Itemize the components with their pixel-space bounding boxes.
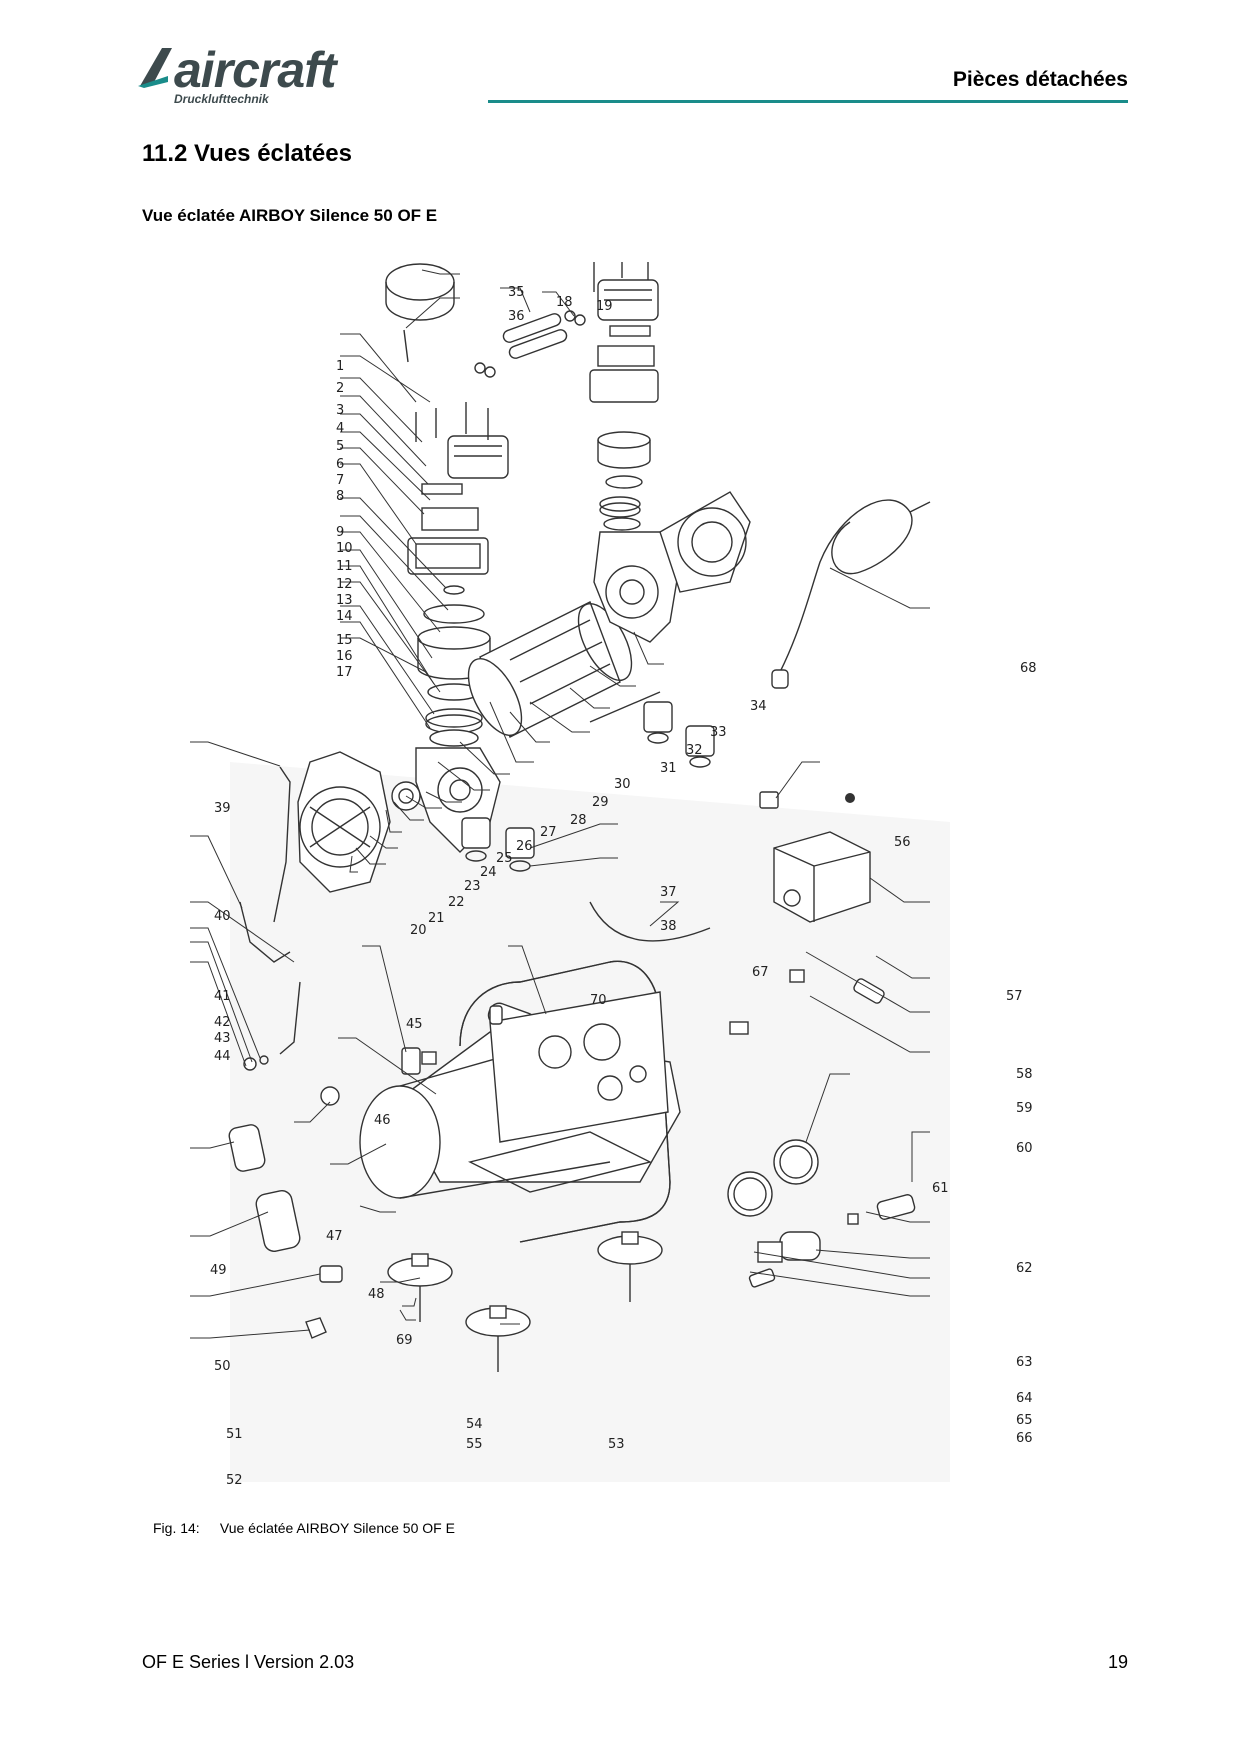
part-label-63: 63 (1016, 1355, 1033, 1370)
part-label-27: 27 (540, 825, 557, 840)
pressure-switch (773, 831, 871, 923)
part-label-26: 26 (516, 839, 533, 854)
part-label-41: 41 (214, 989, 231, 1004)
part-label-2: 2 (336, 381, 344, 396)
figure-caption-label: Fig. 14: (153, 1520, 200, 1536)
logo-wordmark: aircraft (174, 42, 337, 98)
part-label-52: 52 (226, 1473, 243, 1488)
part-label-61: 61 (932, 1181, 949, 1196)
part-label-32: 32 (686, 743, 703, 758)
part-number-labels: 1 2 3 4 5 6 7 8 9 10 11 12 13 14 15 16 1… (210, 285, 1037, 1488)
footer-page-number: 19 (1107, 1652, 1128, 1672)
part-label-62: 62 (1016, 1261, 1033, 1276)
right-crankcase (593, 491, 751, 643)
part-label-59: 59 (1016, 1101, 1033, 1116)
part-label-60: 60 (1016, 1141, 1033, 1156)
part-label-36: 36 (508, 309, 525, 324)
motor (467, 531, 691, 738)
part-label-68: 68 (1020, 661, 1037, 676)
frame (459, 960, 671, 1243)
part-label-8: 8 (336, 489, 344, 504)
part-label-48: 48 (368, 1287, 385, 1302)
exploded-view-figure: 1 2 3 4 5 6 7 8 9 10 11 12 13 14 15 16 1… (190, 248, 1070, 1502)
part-label-53: 53 (608, 1437, 625, 1452)
part-label-21: 21 (428, 911, 445, 926)
part-label-4: 4 (336, 421, 344, 436)
part-label-10: 10 (336, 541, 353, 556)
part-label-15: 15 (336, 633, 353, 648)
part-label-35: 35 (508, 285, 525, 300)
part-label-56: 56 (894, 835, 911, 850)
part-label-42: 42 (214, 1015, 231, 1030)
right-cylinder-head (589, 248, 659, 531)
part-label-11: 11 (336, 559, 353, 574)
exploded-view-drawing: 1 2 3 4 5 6 7 8 9 10 11 12 13 14 15 16 1… (190, 248, 1037, 1488)
part-label-64: 64 (1016, 1391, 1033, 1406)
part-label-39: 39 (214, 801, 231, 816)
part-label-54: 54 (466, 1417, 483, 1432)
part-label-24: 24 (480, 865, 497, 880)
part-label-40: 40 (214, 909, 231, 924)
left-fan-housing (297, 751, 391, 893)
part-label-30: 30 (614, 777, 631, 792)
part-label-29: 29 (592, 795, 609, 810)
part-label-33: 33 (710, 725, 727, 740)
figure-caption-text: Vue éclatée AIRBOY Silence 50 OF E (219, 1520, 455, 1536)
part-label-7: 7 (336, 473, 344, 488)
part-label-14: 14 (336, 609, 353, 624)
footer-series: OF E Series l Version 2.03 (142, 1652, 355, 1672)
part-label-9: 9 (336, 525, 344, 540)
part-label-17: 17 (336, 665, 353, 680)
part-label-70: 70 (590, 993, 607, 1008)
part-label-1: 1 (336, 359, 344, 374)
part-label-38: 38 (660, 919, 677, 934)
part-label-5: 5 (336, 439, 344, 454)
part-label-69: 69 (396, 1333, 413, 1348)
part-label-18: 18 (556, 295, 573, 310)
part-label-58: 58 (1016, 1067, 1033, 1082)
part-label-3: 3 (336, 403, 344, 418)
part-label-6: 6 (336, 457, 344, 472)
part-label-43: 43 (214, 1031, 231, 1046)
part-label-55: 55 (466, 1437, 483, 1452)
part-label-45: 45 (406, 1017, 423, 1032)
logo-mark-icon (138, 48, 172, 88)
header-divider (488, 100, 1128, 103)
part-label-57: 57 (1006, 989, 1023, 1004)
part-label-49: 49 (210, 1263, 227, 1278)
section-title: 11.2 Vues éclatées (142, 140, 352, 167)
part-label-13: 13 (336, 593, 353, 608)
aircraft-logo: aircraft Drucklufttechnik (138, 42, 370, 106)
part-label-20: 20 (410, 923, 427, 938)
part-label-51: 51 (226, 1427, 243, 1442)
part-label-34: 34 (750, 699, 767, 714)
part-label-65: 65 (1016, 1413, 1033, 1428)
part-label-37: 37 (660, 885, 677, 900)
part-label-12: 12 (336, 577, 353, 592)
part-label-25: 25 (496, 851, 513, 866)
part-label-19: 19 (596, 299, 613, 314)
figure-caption: Fig. 14: Vue éclatée AIRBOY Silence 50 O… (153, 1520, 455, 1536)
left-cylinder-head (407, 402, 509, 575)
part-label-50: 50 (214, 1359, 231, 1374)
part-label-16: 16 (336, 649, 353, 664)
part-label-23: 23 (464, 879, 481, 894)
logo-subtext: Drucklufttechnik (174, 92, 269, 106)
part-label-22: 22 (448, 895, 465, 910)
part-label-28: 28 (570, 813, 587, 828)
part-label-44: 44 (214, 1049, 231, 1064)
intake-filter (385, 263, 455, 321)
header-section-label: Pièces détachées (952, 68, 1128, 91)
part-label-31: 31 (660, 761, 677, 776)
part-label-47: 47 (326, 1229, 343, 1244)
part-label-67: 67 (752, 965, 769, 980)
part-label-66: 66 (1016, 1431, 1033, 1446)
part-label-46: 46 (374, 1113, 391, 1128)
section-subtitle: Vue éclatée AIRBOY Silence 50 OF E (142, 206, 438, 225)
